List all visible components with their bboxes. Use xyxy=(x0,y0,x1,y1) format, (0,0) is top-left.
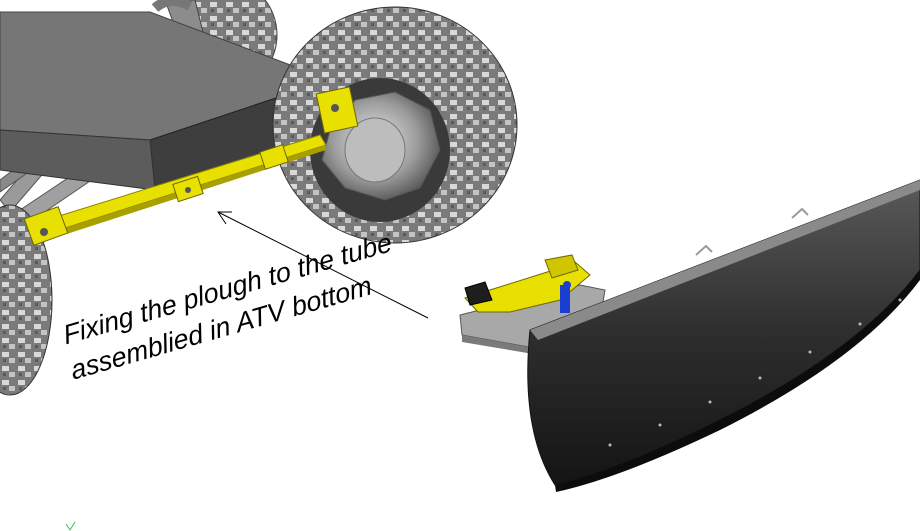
plough-blade xyxy=(527,179,920,492)
mounting-tube xyxy=(23,86,359,246)
left-tire xyxy=(0,204,53,396)
pin-icon xyxy=(560,285,570,313)
direction-arrow xyxy=(217,211,429,319)
axis-mark-icon xyxy=(65,521,76,531)
front-tire xyxy=(272,6,518,244)
plough-mount xyxy=(459,254,606,356)
